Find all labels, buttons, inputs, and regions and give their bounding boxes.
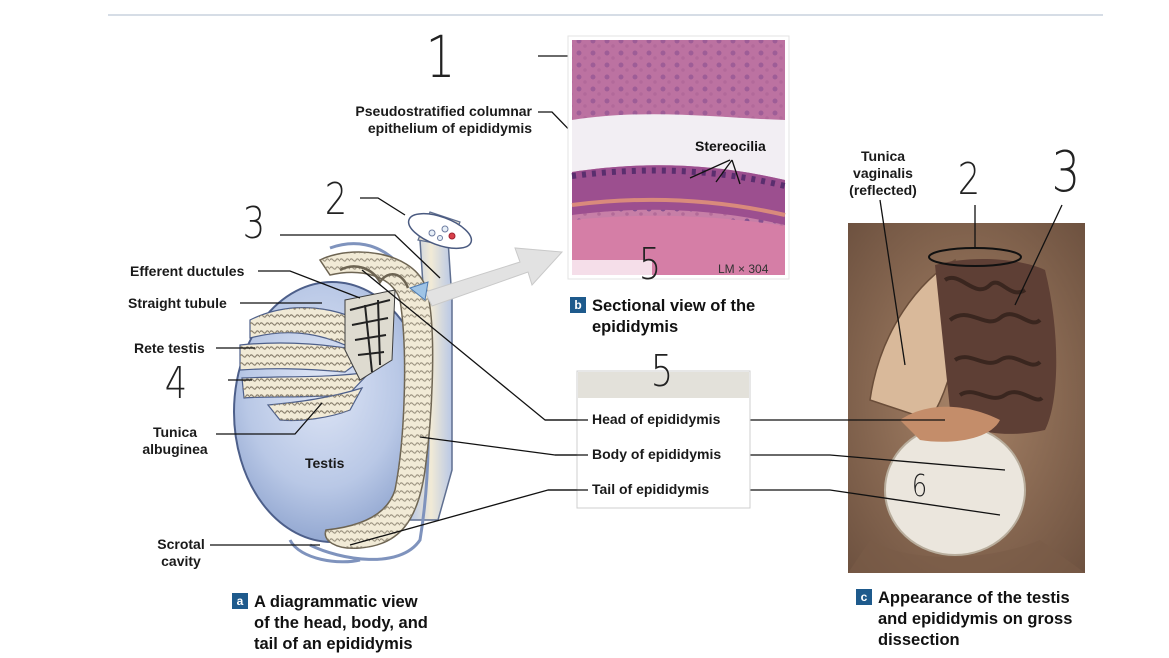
- handwritten-number-1: 1: [425, 23, 456, 91]
- micrograph: [567, 35, 790, 280]
- lobule-coils: [240, 342, 372, 372]
- structure-box-header: [578, 372, 749, 398]
- label-testis: Testis: [305, 455, 345, 471]
- zoom-arrow: [424, 247, 564, 307]
- rete-network: [349, 299, 391, 373]
- epididymis-coils: [320, 252, 433, 549]
- handwritten-number-2: 2: [957, 154, 981, 205]
- handwritten-number-4: 4: [164, 358, 188, 409]
- handwritten-number-3: 3: [1051, 140, 1081, 205]
- handwritten-number-5: 5: [638, 239, 662, 290]
- label-efferent-ductules: Efferent ductules: [130, 263, 245, 279]
- magnification-label: LM × 304: [718, 262, 769, 276]
- label-straight-tubule: Straight tubule: [128, 295, 227, 311]
- caption-badge-a: a: [232, 593, 248, 609]
- cord-vessel: [448, 232, 456, 240]
- cord-vessel: [428, 229, 436, 237]
- cord-section: [407, 212, 473, 250]
- cord-vessel: [437, 235, 443, 241]
- label-head-of-epididymis: Head of epididymis: [588, 411, 725, 427]
- label-scrotal-cavity: Scrotal cavity: [157, 536, 205, 569]
- handwritten-number-5: 5: [650, 346, 674, 397]
- cord-vessel: [441, 225, 449, 233]
- caption-badge-b: b: [570, 297, 586, 313]
- lobule-coils: [250, 307, 375, 345]
- rete-testis: [344, 289, 396, 381]
- label-stereocilia: Stereocilia: [695, 138, 766, 154]
- handwritten-number-3: 3: [242, 198, 266, 249]
- label-tunica-vaginalis: Tunica vaginalis (reflected): [849, 148, 917, 198]
- handwritten-number-2: 2: [324, 174, 348, 225]
- label-body-of-epididymis: Body of epididymis: [588, 446, 726, 462]
- label-tunica-albuginea: Tunica albuginea: [142, 424, 208, 457]
- efferent-ductules: [339, 265, 410, 289]
- leader-lines-c: [738, 199, 1063, 516]
- label-pseudostratified: Pseudostratified columnar epithelium of …: [355, 103, 532, 136]
- label-rete-testis: Rete testis: [134, 340, 205, 356]
- dissection-photo: [848, 223, 1085, 573]
- lobule-coils: [242, 372, 370, 398]
- handwritten-number-6: 6: [911, 469, 928, 504]
- caption-badge-c: c: [856, 589, 872, 605]
- top-divider: [108, 14, 1103, 16]
- lobule-coils: [268, 388, 362, 421]
- label-tail-of-epididymis: Tail of epididymis: [588, 481, 714, 497]
- box-leaders: [545, 419, 590, 491]
- zoom-marker: [408, 281, 429, 301]
